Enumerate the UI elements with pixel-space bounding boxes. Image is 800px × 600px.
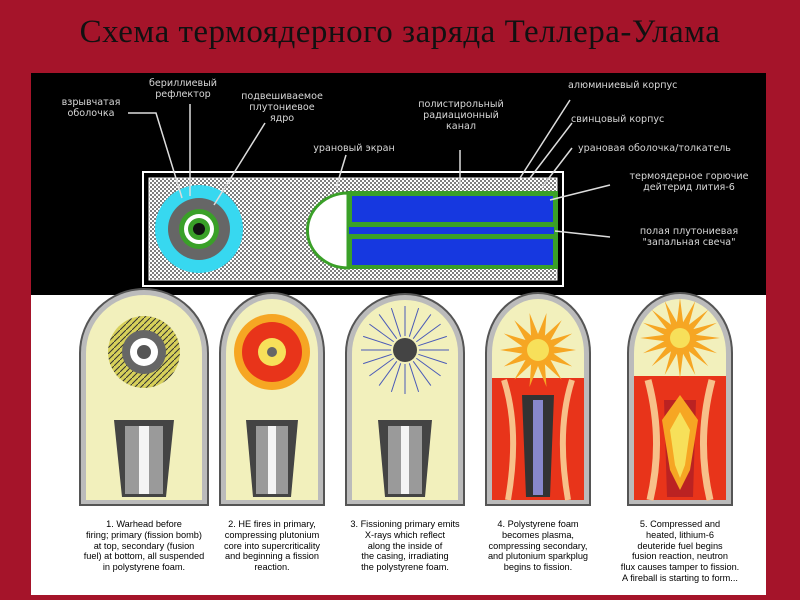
label-beryllium-reflector: бериллиевый рефлектор <box>148 78 217 100</box>
stage-2-illustration <box>219 292 325 506</box>
label-uranium-tamper: урановая оболочка/толкатель <box>578 143 731 154</box>
label-fusion-fuel: термоядерное горючие дейтерид лития-6 <box>629 171 749 193</box>
stage-3-caption: 3. Fissioning primary emits X-rays which… <box>350 519 460 573</box>
stage-3-illustration <box>345 293 465 506</box>
fusion-fuel-top <box>352 196 553 222</box>
label-polystyrene-channel: полистирольный радиационный канал <box>418 99 504 132</box>
aluminum-case-outline <box>142 171 564 287</box>
stage-1-caption: 1. Warhead before firing; primary (fissi… <box>83 519 205 573</box>
label-lead-case: свинцовый корпус <box>571 114 665 125</box>
uranium-screen <box>306 191 350 270</box>
page-title: Схема термоядерного заряда Теллера-Улама <box>79 14 721 50</box>
plutonium-core <box>193 223 205 235</box>
stage-4-illustration <box>485 292 591 506</box>
label-plutonium-core: подвешиваемое плутониевое ядро <box>241 91 323 124</box>
stage-2-caption: 2. HE fires in primary, compressing plut… <box>224 519 320 573</box>
label-aluminum-case: алюминиевый корпус <box>568 80 678 91</box>
stage-5-illustration <box>627 292 733 506</box>
plutonium-sparkplug <box>347 225 556 236</box>
label-sparkplug: полая плутониевая "запальная свеча" <box>639 226 739 248</box>
label-uranium-screen: урановый экран <box>313 143 395 154</box>
leader-lines <box>128 99 611 238</box>
stage-1-illustration <box>79 288 209 506</box>
stage-5-caption: 5. Compressed and heated, lithium-6 deut… <box>620 519 740 583</box>
fusion-fuel-bottom <box>352 239 553 265</box>
stage-4-caption: 4. Polystyrene foam becomes plasma, comp… <box>487 519 589 573</box>
weapon-schematic <box>142 171 564 287</box>
label-explosive-shell: взрывчатая оболочка <box>61 97 121 119</box>
